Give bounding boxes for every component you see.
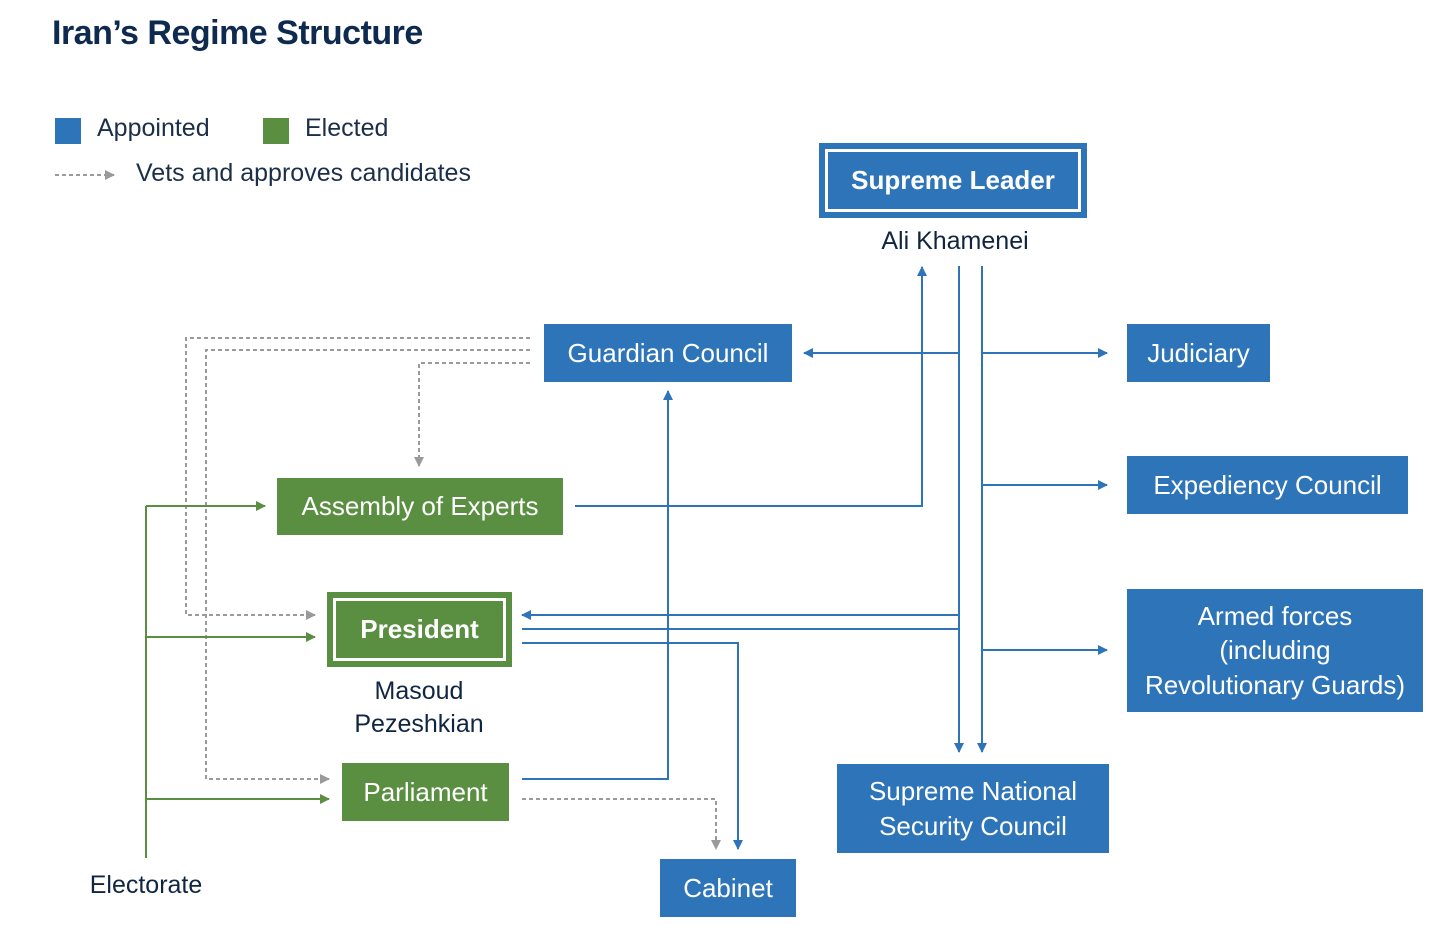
armed-forces-box: Armed forces (including Revolutionary Gu… (1127, 589, 1423, 712)
snsc-label-1: Supreme National (868, 776, 1078, 807)
page-title: Iran’s Regime Structure (52, 14, 423, 52)
supreme-leader-person: Ali Khamenei (881, 227, 1029, 255)
president-to-cabinet (522, 642, 743, 850)
snsc-box: Supreme National Security Council (837, 764, 1109, 853)
elected-swatch (263, 118, 289, 144)
legend-appointed-label: Appointed (97, 114, 210, 142)
parliament-to-guardian (522, 390, 673, 780)
president-person-line2: Pezeshkian (354, 709, 484, 738)
cabinet-label: Cabinet (683, 872, 773, 903)
electorate-label: Electorate (89, 871, 203, 899)
expediency-council-label: Expediency Council (1153, 469, 1382, 500)
assembly-to-leader (575, 266, 927, 507)
appointed-swatch (55, 118, 81, 144)
president-person: Masoud Pezeshkian (320, 675, 518, 740)
expediency-council-box: Expediency Council (1127, 456, 1408, 514)
guardian-vets-assembly (414, 362, 530, 467)
legend-elected-label: Elected (305, 114, 389, 142)
parliament-box: Parliament (342, 763, 509, 821)
guardian-council-box: Guardian Council (544, 324, 792, 382)
guardian-vets-parliament (205, 349, 530, 784)
parliament-vets-cabinet (522, 798, 721, 850)
judiciary-label: Judiciary (1147, 337, 1250, 368)
president-box: President (327, 592, 512, 667)
president-person-line1: Masoud (374, 677, 464, 705)
legend-vets-label: Vets and approves candidates (136, 159, 471, 187)
supreme-leader-box: Supreme Leader (819, 143, 1087, 218)
snsc-label-2: Security Council (879, 810, 1067, 841)
cabinet-box: Cabinet (660, 859, 796, 917)
armed-forces-label-2: (including (1219, 635, 1331, 666)
assembly-of-experts-label: Assembly of Experts (301, 491, 539, 522)
guardian-council-label: Guardian Council (567, 337, 769, 368)
judiciary-box: Judiciary (1127, 324, 1270, 382)
parliament-label: Parliament (363, 776, 488, 807)
supreme-leader-label: Supreme Leader (825, 149, 1081, 212)
assembly-of-experts-box: Assembly of Experts (277, 478, 563, 535)
armed-forces-label-1: Armed forces (1197, 601, 1353, 632)
president-label: President (333, 598, 506, 661)
armed-forces-label-3: Revolutionary Guards) (1144, 669, 1406, 700)
guardian-vets-president (185, 337, 530, 620)
